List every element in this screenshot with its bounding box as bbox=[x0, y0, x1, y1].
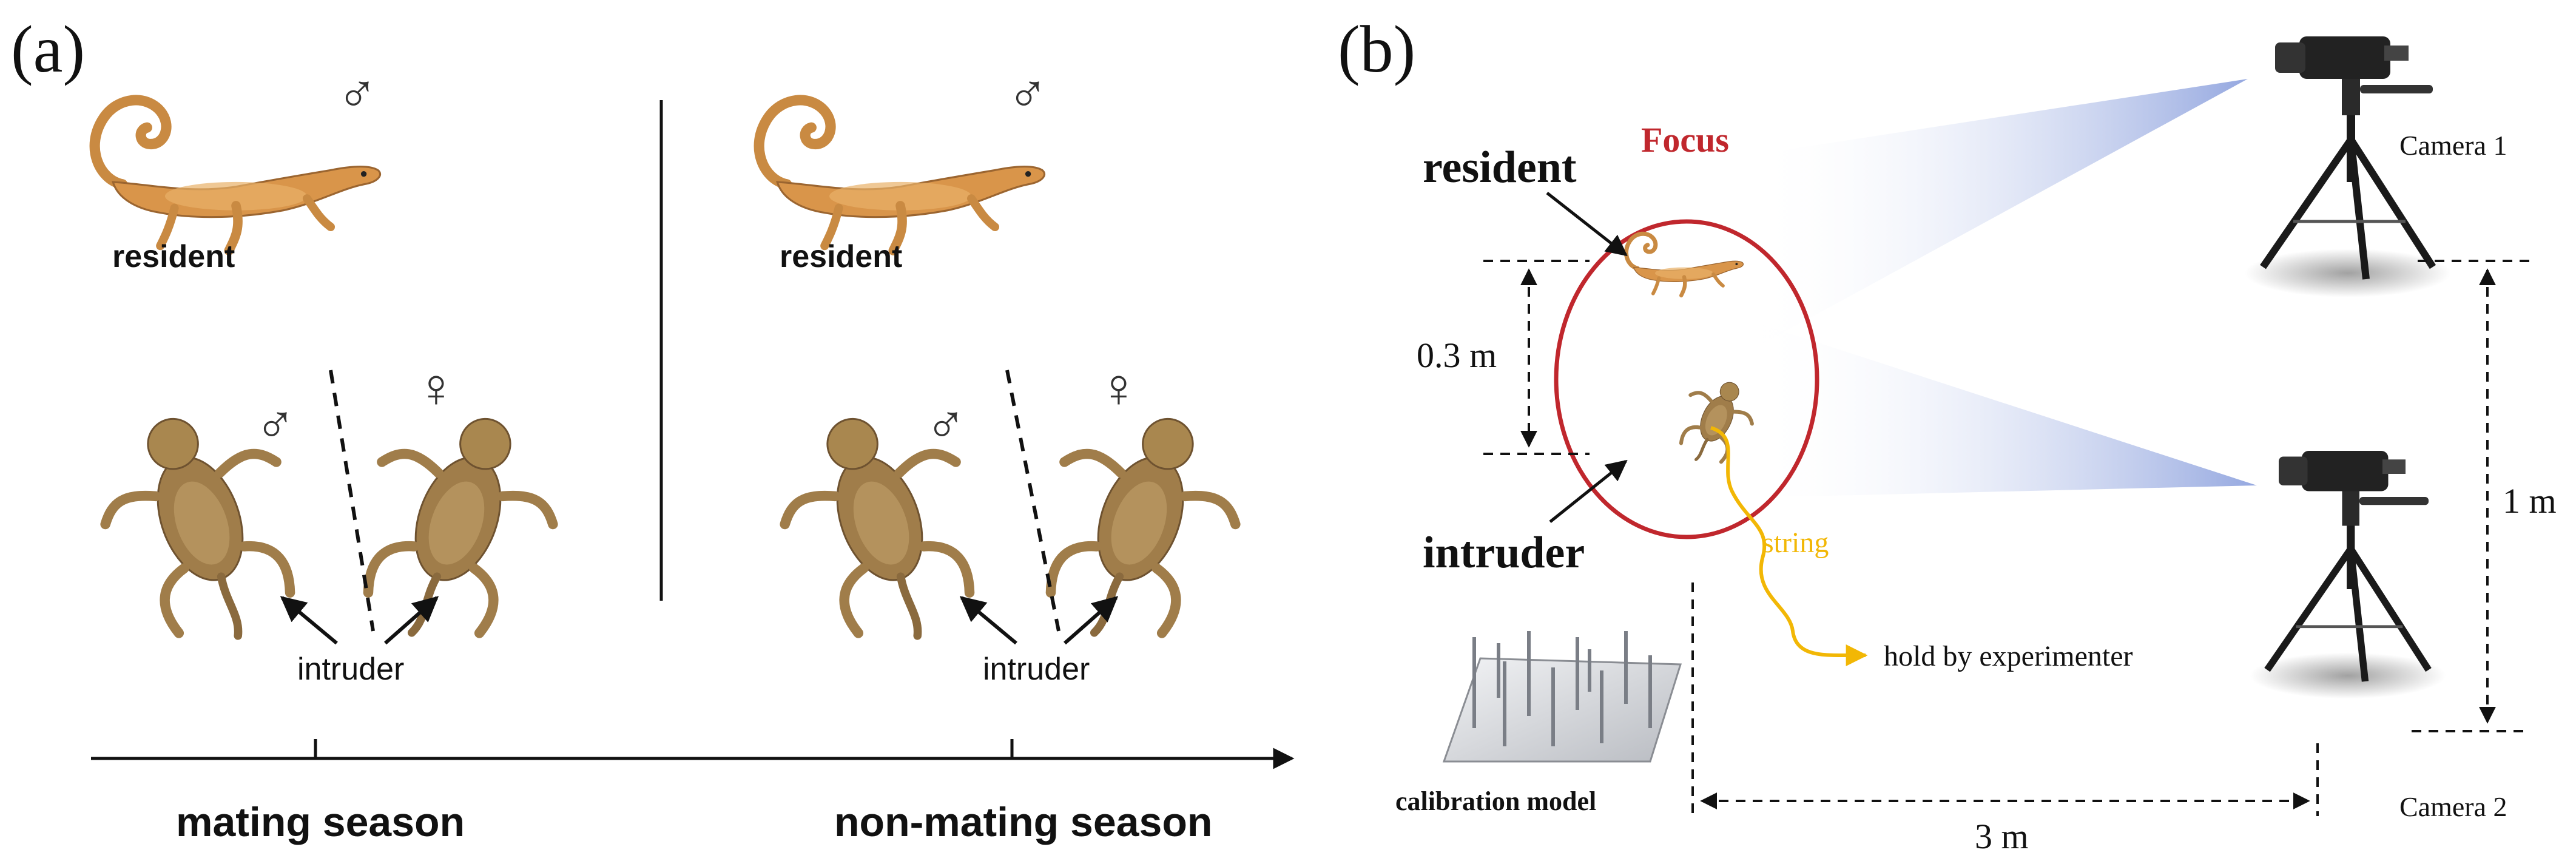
intruder-female-non-mating bbox=[1013, 390, 1262, 666]
female-symbol-intruder-non-mating: ♀ bbox=[1098, 358, 1139, 419]
focus-label: Focus bbox=[1641, 120, 1729, 160]
male-symbol-resident-mating: ♂ bbox=[337, 64, 378, 124]
intruder-label-focus: intruder bbox=[1423, 528, 1585, 578]
intruder-male-non-mating bbox=[758, 390, 1007, 666]
male-symbol-resident-non-mating: ♂ bbox=[1007, 64, 1048, 124]
intruder-lizard-focus bbox=[1667, 369, 1764, 474]
female-symbol-intruder-mating: ♀ bbox=[416, 358, 457, 419]
resident-arrow bbox=[1546, 192, 1628, 257]
intruder-arrow-left-mating bbox=[280, 596, 338, 645]
camera1-label: Camera 1 bbox=[2399, 130, 2507, 161]
camera1-tripod bbox=[2245, 36, 2451, 297]
camera2-label: Camera 2 bbox=[2399, 791, 2507, 822]
mating-season-label: mating season bbox=[176, 799, 465, 845]
intruder-female-mating bbox=[331, 390, 579, 666]
calibration-model-label: calibration model bbox=[1395, 786, 1596, 816]
resident-lizard-non-mating bbox=[759, 100, 1044, 251]
camera2-beam bbox=[1753, 322, 2257, 498]
dashed-separator-mating bbox=[329, 370, 375, 632]
non-mating-season-label: non-mating season bbox=[834, 799, 1212, 845]
resident-label-non-mating: resident bbox=[780, 239, 902, 274]
focus-ellipse bbox=[1554, 219, 1819, 539]
intruder-arrow-right-non-mating bbox=[1064, 596, 1119, 645]
resident-lizard-focus bbox=[1626, 234, 1743, 295]
resident-label-focus: resident bbox=[1423, 143, 1577, 192]
dim-3m-label: 3 m bbox=[1975, 817, 2029, 856]
male-symbol-intruder-mating: ♂ bbox=[255, 394, 296, 455]
camera1-beam bbox=[1753, 79, 2248, 349]
panel-a-label: (a) bbox=[11, 12, 85, 86]
string-label: string bbox=[1762, 527, 1829, 559]
intruder-label-mating: intruder bbox=[297, 652, 404, 687]
panel-b-label: (b) bbox=[1338, 12, 1415, 86]
intruder-arrow bbox=[1549, 459, 1628, 523]
camera2-tripod bbox=[2250, 451, 2446, 699]
resident-label-mating: resident bbox=[112, 239, 235, 274]
calibration-model-image bbox=[1442, 631, 1682, 763]
dim-1m-label: 1 m bbox=[2503, 481, 2557, 521]
hold-by-experimenter-label: hold by experimenter bbox=[1884, 640, 2133, 672]
string-line bbox=[1710, 426, 1868, 666]
intruder-arrow-left-non-mating bbox=[959, 596, 1017, 645]
intruder-arrow-right-mating bbox=[384, 596, 439, 645]
male-symbol-intruder-non-mating: ♂ bbox=[925, 394, 966, 455]
dim-0-3m-label: 0.3 m bbox=[1417, 336, 1497, 375]
intruder-label-non-mating: intruder bbox=[983, 652, 1090, 687]
